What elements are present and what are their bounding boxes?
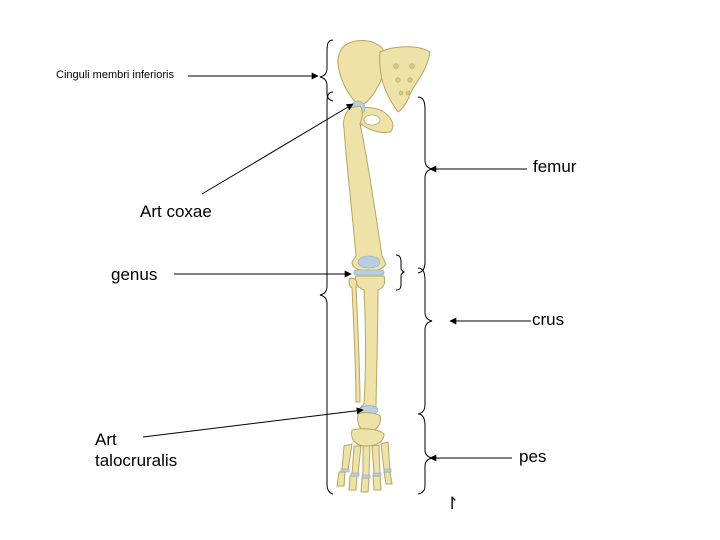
sacral-foramen [393, 63, 399, 69]
brace-membrum-inferius [319, 91, 334, 495]
label-genus: genus [111, 265, 158, 284]
label-crus: crus [532, 310, 565, 329]
brace-pes [417, 413, 433, 495]
sacral-foramen [407, 77, 413, 83]
label-femur: femur [533, 157, 577, 176]
arrow-art-talocruralis [142, 407, 364, 438]
knee-meniscus [353, 269, 385, 276]
sacral-foramen [395, 77, 401, 83]
knee-patella [357, 255, 381, 269]
foot-bones [336, 412, 393, 493]
label-art-talocruralis-line1: Art [95, 430, 117, 449]
foot-joint-cartilage [340, 468, 392, 479]
arrow-art-coxae [201, 103, 354, 195]
brace-femur [417, 96, 433, 274]
label-art-coxae: Art coxae [140, 202, 212, 221]
sacral-foramen [409, 63, 415, 69]
obturator-foramen [363, 114, 381, 126]
label-cinguli-membri-inferioris: Cinguli membri inferioris [56, 69, 174, 81]
label-pes: pes [519, 447, 547, 466]
sacral-foramen [398, 90, 404, 96]
brace-crus [417, 267, 433, 415]
label-art-talocruralis-line2: talocruralis [95, 451, 178, 470]
brace-genus [395, 254, 406, 291]
fibula-bone [348, 277, 361, 403]
sacral-foramen [405, 90, 411, 96]
stray-mark: ↾ [445, 494, 460, 513]
